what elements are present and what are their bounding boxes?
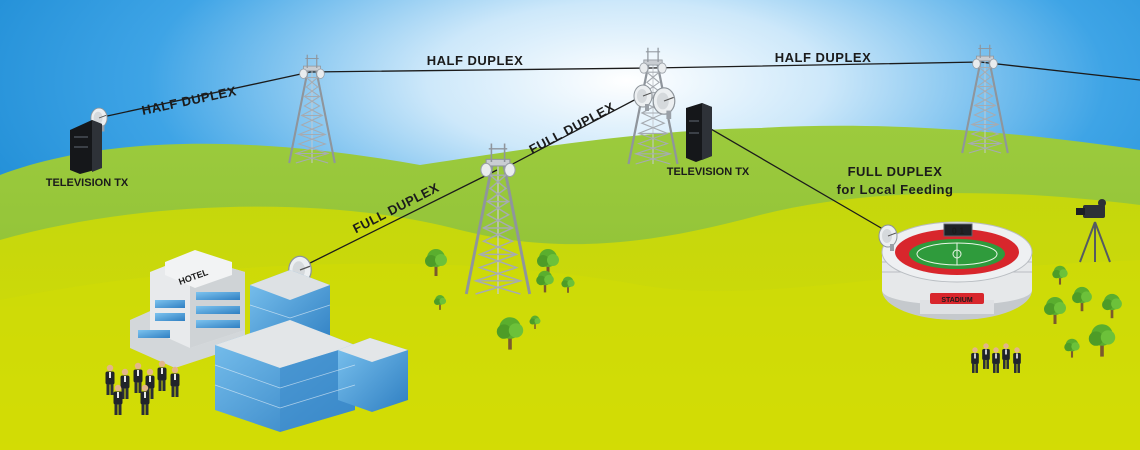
office-buildings <box>214 270 408 432</box>
tv-transmitter-center <box>686 103 712 162</box>
tv-transmitter-left <box>70 107 108 174</box>
full-duplex-link-hotel <box>299 169 498 269</box>
full-duplex-link-relay <box>504 95 643 169</box>
stadium-sign: STADIUM <box>941 297 973 304</box>
stadium-scoreboard <box>943 223 973 237</box>
stadium <box>878 221 1033 320</box>
label-local-feeding: for Local Feeding <box>837 182 954 197</box>
half-duplex-link <box>97 61 1140 119</box>
label-half-duplex-center: HALF DUPLEX <box>427 53 524 68</box>
label-half-duplex-right: HALF DUPLEX <box>775 50 872 65</box>
scoreboard-score: 0 1 <box>952 226 965 236</box>
label-full-duplex-local: FULL DUPLEX <box>848 164 943 179</box>
full-duplex-link-stadium <box>691 117 889 233</box>
label-television-tx-center: TELEVISION TX <box>667 166 750 178</box>
tv-camera-icon <box>1076 199 1111 263</box>
label-television-tx-left: TELEVISION TX <box>46 177 129 189</box>
